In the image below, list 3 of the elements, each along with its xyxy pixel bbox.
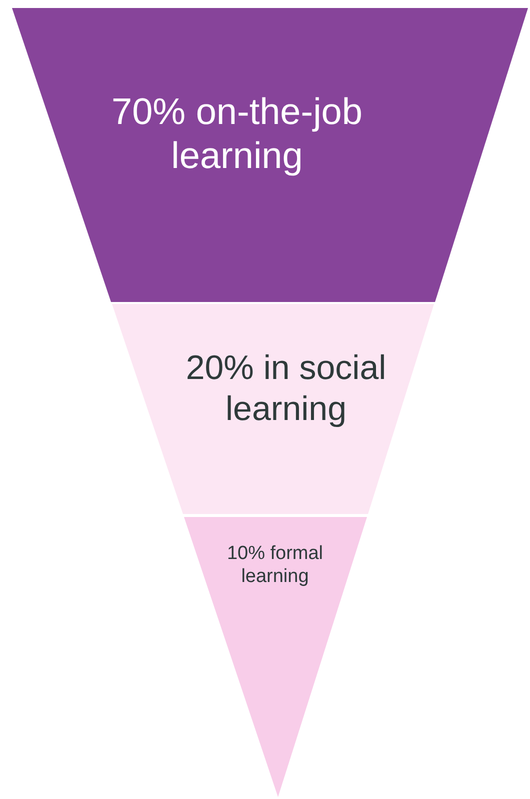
- segment-label: 70% on-the-job learning: [110, 90, 364, 178]
- segment-label: 10% formal learning: [226, 543, 324, 589]
- segment-label: 20% in social learning: [184, 348, 388, 430]
